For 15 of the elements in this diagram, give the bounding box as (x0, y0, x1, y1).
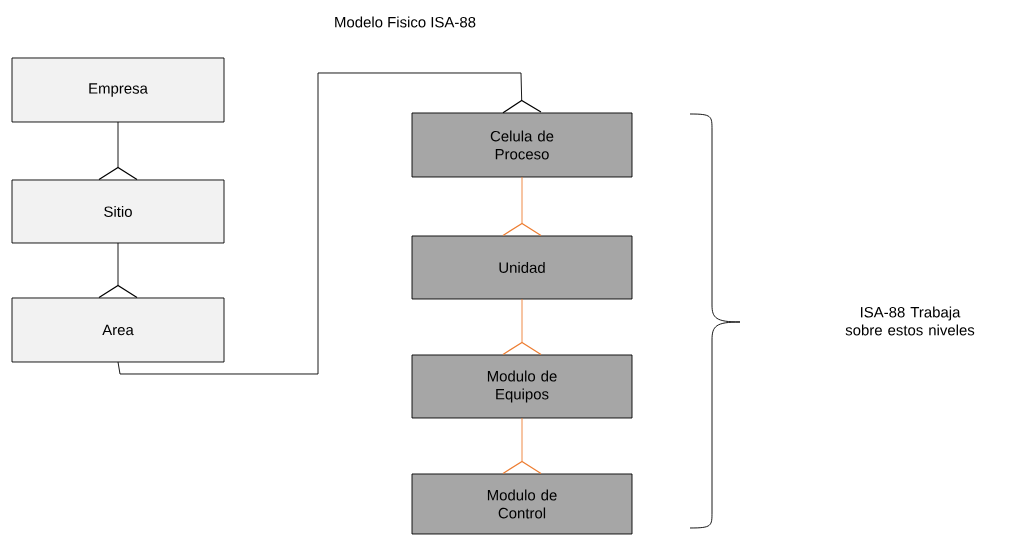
level-box: Sitio (11, 179, 225, 244)
level-box: Celula de Proceso (411, 112, 633, 178)
level-box: Modulo de Equipos (411, 354, 633, 419)
connector (117, 72, 542, 375)
connector (98, 121, 138, 180)
title: Modelo Fisico ISA-88 (335, 16, 476, 28)
connector (502, 417, 542, 474)
connector (502, 176, 542, 236)
connector (98, 242, 138, 298)
level-box: Unidad (411, 235, 633, 300)
connector (502, 298, 542, 355)
level-box: Area (11, 297, 225, 363)
brace-label: ISA-88 Trabaja sobre estos niveles (845, 306, 975, 336)
level-box: Modulo de Control (411, 473, 633, 535)
level-box: Empresa (11, 57, 225, 123)
